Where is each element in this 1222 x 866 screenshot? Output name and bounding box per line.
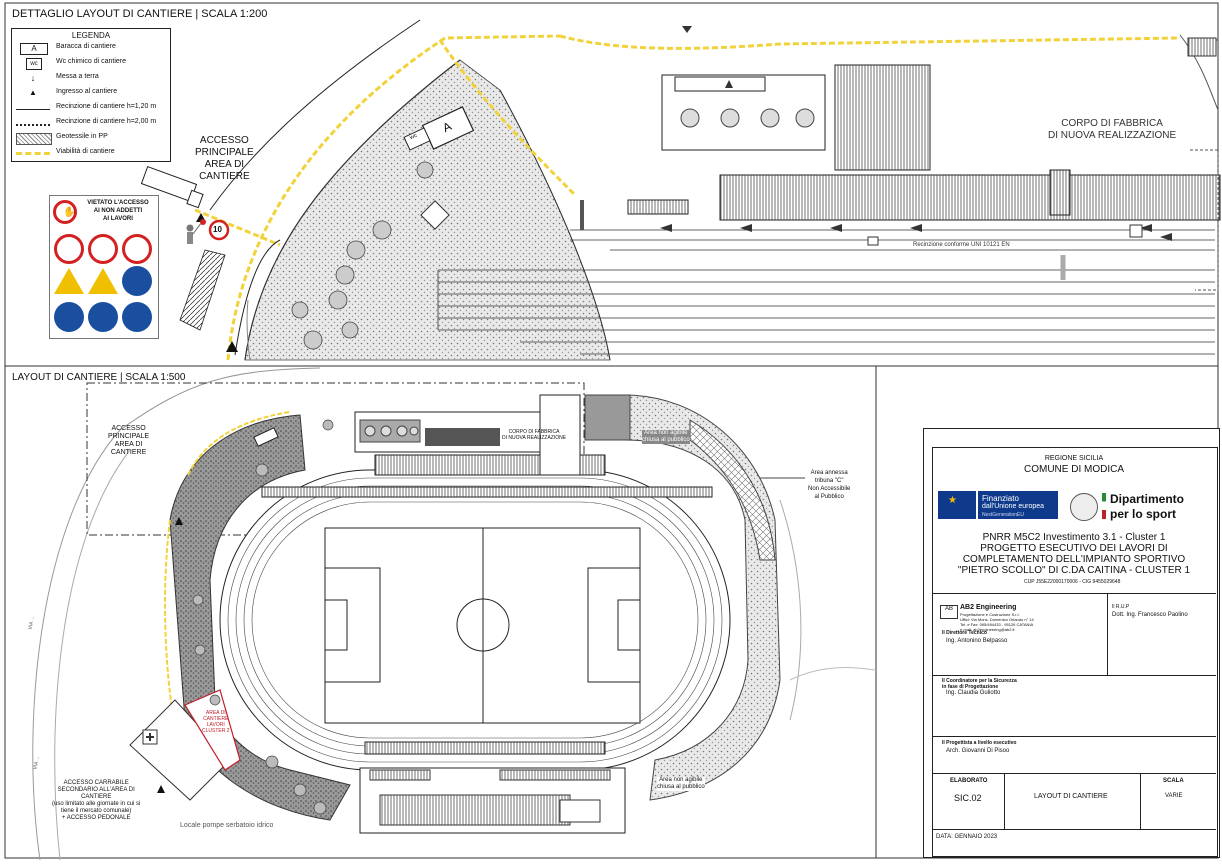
company-logo-icon: AB: [940, 605, 958, 619]
divider: [1004, 773, 1005, 829]
legend-label: Messa a terra: [56, 73, 99, 80]
sign-text-line: AI NON ADDETTI: [93, 208, 143, 214]
title-block: REGIONE SICILIA COMUNE DI MODICA ★ Finan…: [923, 428, 1220, 858]
legend-item: Recinzione di cantiere h=1,20 m: [12, 101, 170, 116]
divider: [1140, 773, 1141, 829]
director-label: Il Direttore Tecnico: [942, 630, 987, 636]
cup-code: CUP J55E22000170006 - CIG 9455029648: [1024, 579, 1121, 585]
mandatory-helmet-icon: [122, 266, 152, 296]
divider: [1107, 593, 1108, 675]
italy-flag-icon: [1102, 493, 1106, 519]
thin-fence-icon: [16, 109, 50, 110]
legend-item: Viabilità di cantiere: [12, 146, 170, 161]
legend-label: Wc chimico di cantiere: [56, 58, 127, 65]
legend-label: Recinzione di cantiere h=1,20 m: [56, 103, 157, 110]
drawing-number-label: ELABORATO: [950, 778, 988, 784]
mandatory-gloves-icon: [54, 302, 84, 332]
no-smoking-icon: [122, 234, 152, 264]
designer-name: Arch. Giovanni Di Pisoo: [946, 748, 1010, 754]
legend-label: Viabilità di cantiere: [56, 148, 115, 155]
date-label: DATA: GENNAIO 2023: [936, 834, 998, 840]
director-name: Ing. Antonino Belpasso: [946, 638, 1008, 644]
drawing-number: SIC.02: [954, 793, 982, 803]
speed-limit-label: 10: [213, 225, 222, 234]
eu-funding-panel: Finanziato dall'Unione europea NextGener…: [978, 491, 1058, 519]
warning-triangle-icon: [88, 268, 118, 294]
mandatory-boots-icon: [122, 302, 152, 332]
divider: [932, 736, 1216, 737]
legend-item: wc Wc chimico di cantiere: [12, 56, 170, 71]
legend-item: ▲ Ingresso al cantiere: [12, 86, 170, 101]
scale-value: VARIE: [1165, 793, 1183, 799]
bottom-section-title: LAYOUT DI CANTIERE | SCALA 1:500: [12, 372, 186, 383]
legend-item: Recinzione di cantiere h=2,00 m: [12, 116, 170, 131]
baracca-icon: A: [20, 43, 48, 55]
warning-triangle-icon: [54, 268, 84, 294]
legend-heading: LEGENDA: [71, 31, 111, 40]
divider: [932, 593, 1216, 594]
rup-name: Dott. Ing. Francesco Paolino: [1112, 612, 1188, 618]
legend-label: Recinzione di cantiere h=2,00 m: [56, 118, 157, 125]
legend-item: A Baracca di cantiere: [12, 41, 170, 56]
no-pedestrian-icon: [54, 234, 84, 264]
legend-label: Ingresso al cantiere: [56, 88, 118, 95]
divider: [932, 675, 1216, 676]
legend-item: Geotessile in PP: [12, 131, 170, 146]
title-block-inner: [932, 447, 1218, 857]
department-title: Dipartimento: [1110, 492, 1185, 506]
legend-item: ↓ Messa a terra: [12, 71, 170, 86]
no-entry-hand-icon: ✋: [53, 200, 77, 224]
pump-room-label: Locale pompe serbatoio idrico: [180, 822, 274, 829]
safety-signs-panel: ✋ VIETATO L'ACCESSO AI NON ADDETTI AI LA…: [49, 195, 159, 339]
region-label: REGIONE SICILIA: [1044, 455, 1104, 462]
thick-fence-icon: [16, 124, 50, 126]
comune-label: COMUNE DI MODICA: [1024, 464, 1124, 475]
department-subtitle: per lo sport: [1110, 507, 1177, 521]
entrance-triangle-icon: ▲: [29, 88, 37, 97]
divider: [932, 773, 1216, 774]
fence-standard-label: Recinzione conforme UNI 10121 EN: [913, 242, 1010, 248]
safety-coordinator-name: Ing. Claudia Guliotto: [946, 690, 1001, 696]
legend-label: Baracca di cantiere: [56, 43, 116, 50]
bottom-stadium-plan: [32, 367, 877, 861]
ground-arrow-icon: ↓: [30, 73, 36, 83]
site-road-icon: [16, 152, 50, 155]
top-section-title: DETTAGLIO LAYOUT DI CANTIERE | SCALA 1:2…: [12, 8, 268, 20]
mandatory-hardhat-icon: [88, 302, 118, 332]
sign-text-line: VIETATO L'ACCESSO: [87, 200, 149, 206]
sign-text-line: AI LAVORI: [103, 216, 133, 222]
legend-label: Geotessile in PP: [56, 133, 108, 140]
divider: [932, 829, 1216, 830]
scale-label: SCALA: [1163, 778, 1184, 784]
republic-seal-icon: [1070, 493, 1098, 521]
company-name: AB2 Engineering: [960, 604, 1017, 611]
rup-label: Il R.U.P: [1112, 604, 1130, 610]
designer-label: Il Progettista a livello esecutivo: [942, 740, 1017, 746]
drawing-title: LAYOUT DI CANTIERE: [1034, 793, 1108, 800]
wc-icon: wc: [26, 58, 42, 70]
geotextile-icon: [16, 133, 52, 145]
top-detail-plan: [140, 19, 1221, 361]
no-tools-icon: [88, 234, 118, 264]
company-details: Progettazione e Costruzione S.r.l.Uffici…: [960, 612, 1034, 632]
eu-flag-icon: ★: [938, 491, 976, 519]
legend-box: LEGENDA A Baracca di cantiere wc Wc chim…: [11, 28, 171, 162]
